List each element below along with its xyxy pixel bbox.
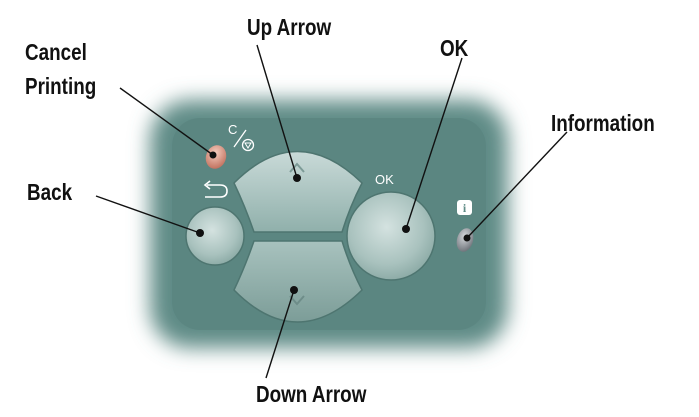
info-icon: i — [457, 200, 472, 215]
ok-button[interactable] — [347, 192, 435, 280]
callout-down-arrow: Down Arrow — [256, 381, 366, 407]
callout-cancel-line1: Cancel — [25, 39, 87, 65]
back-button[interactable] — [186, 207, 244, 265]
callout-back: Back — [27, 179, 72, 205]
callout-up-arrow: Up Arrow — [247, 14, 331, 40]
ok-panel-label: OK — [375, 172, 394, 187]
callout-ok: OK — [440, 35, 468, 61]
callout-information: Information — [551, 110, 655, 136]
callout-cancel-line2: Printing — [25, 73, 96, 99]
cancel-c-label: C — [228, 122, 237, 137]
